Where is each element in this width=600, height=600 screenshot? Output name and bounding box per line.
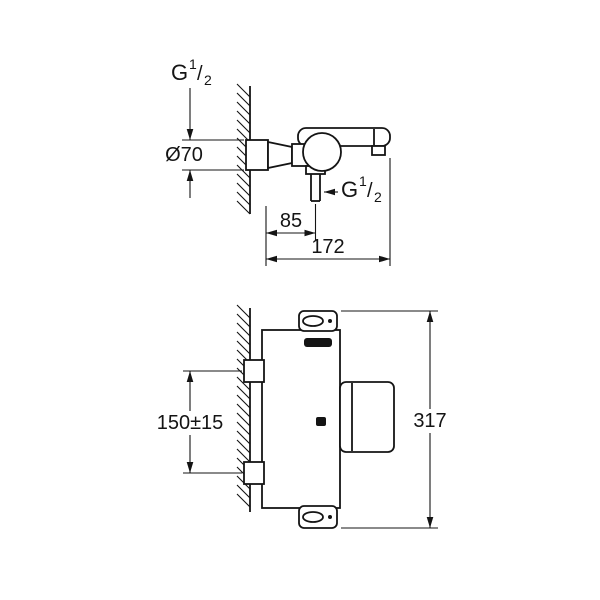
arrowhead-150-bottom	[186, 462, 194, 473]
mixer-front-profile	[243, 310, 395, 529]
dim-317-label: 317	[413, 410, 446, 432]
inlet-nut-upper	[243, 359, 265, 383]
wall-thread-slash: /	[197, 63, 203, 85]
control-marking-bar	[304, 338, 332, 347]
spout-outlet-nub	[371, 145, 386, 156]
union-cone	[267, 140, 293, 170]
escutcheon-diameter-label: Ø70	[165, 144, 203, 166]
arrowhead-d70-lower	[186, 170, 194, 181]
dim-85-label: 85	[280, 210, 302, 232]
mixer-body	[261, 329, 341, 509]
outlet-thread-size-label: G 1 / 2	[341, 173, 382, 205]
outlet-thread-denominator: 2	[374, 189, 382, 205]
side-view: G 1 / 2 Ø70 G 1 / 2 85 172	[165, 56, 391, 266]
wall-thread-size-label: G 1 / 2	[171, 56, 212, 88]
wall-thread-numerator: 1	[189, 56, 197, 72]
outlet-thread-prefix: G	[341, 177, 358, 202]
wall-union-nut	[245, 139, 269, 171]
arrowhead-317-top	[426, 311, 434, 322]
arrowhead-172-right	[379, 255, 390, 263]
bottom-connection-port	[298, 505, 338, 529]
front-view: 150±15 317	[148, 304, 452, 529]
body-marking	[316, 417, 326, 426]
arrowhead-d70-upper	[186, 129, 194, 140]
side-view-dimensions: G 1 / 2 Ø70 G 1 / 2 85 172	[165, 56, 391, 266]
temperature-handle	[339, 381, 395, 453]
top-port-slot	[302, 315, 324, 327]
bottom-port-screw-dot	[328, 515, 332, 519]
thermostat-knob-side	[302, 132, 342, 172]
wall-thread-denominator: 2	[204, 72, 212, 88]
front-view-dimensions: 150±15 317	[148, 310, 452, 529]
bottom-port-slot	[302, 511, 324, 523]
outlet-thread-slash: /	[367, 180, 373, 202]
arrowhead-85-left	[266, 229, 277, 237]
arrowhead-outlet-thread	[324, 188, 335, 196]
dim-172-label: 172	[311, 236, 344, 258]
wall-thread-prefix: G	[171, 60, 188, 85]
dim-317-label-backing	[408, 409, 452, 433]
wall-hatching	[236, 83, 251, 215]
top-port-screw-dot	[328, 319, 332, 323]
inlet-nut-lower	[243, 461, 265, 485]
arrowhead-317-bottom	[426, 517, 434, 528]
dim-150-label: 150±15	[157, 412, 224, 434]
dim-150-label-backing	[148, 411, 232, 435]
mixer-side-profile	[245, 127, 391, 202]
arrowhead-85-right	[304, 229, 316, 237]
outlet-thread-numerator: 1	[359, 173, 367, 189]
arrowhead-172-left	[266, 255, 277, 263]
arrowhead-150-top	[186, 371, 194, 382]
